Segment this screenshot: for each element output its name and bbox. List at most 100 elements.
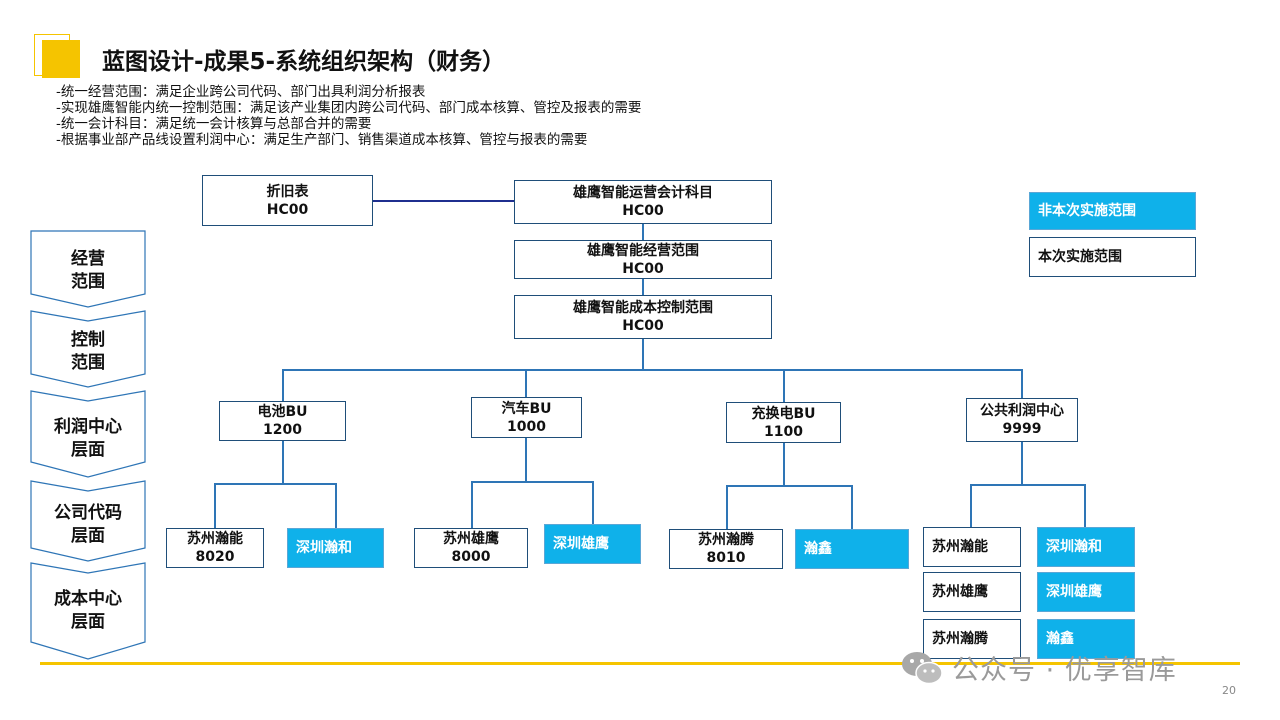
legend-in-scope: 本次实施范围	[1029, 237, 1196, 277]
node-name: 雄鹰智能运营会计科目	[573, 185, 713, 201]
node-company-hanxin: 瀚鑫	[795, 529, 909, 569]
level-label: 利润中心	[54, 417, 122, 437]
node-name: 深圳雄鹰	[553, 536, 609, 552]
node-company-suzhou-xiongying: 苏州雄鹰 8000	[414, 528, 528, 568]
level-label: 层面	[71, 526, 105, 546]
node-code: 1200	[263, 422, 302, 438]
connector-line	[282, 369, 284, 402]
level-label: 经营	[71, 249, 105, 269]
level-label: 范围	[71, 272, 105, 292]
connector-line	[592, 481, 594, 525]
title-accent-block	[42, 40, 80, 78]
connector-line	[471, 481, 593, 483]
node-name: 苏州雄鹰	[932, 584, 988, 600]
node-code: 9999	[1002, 421, 1042, 437]
node-public-suzhou-hanneng: 苏州瀚能	[923, 527, 1021, 567]
node-code: HC00	[622, 203, 664, 219]
connector-line	[783, 442, 785, 486]
connector-line	[970, 484, 972, 527]
node-public-suzhou-xiongying: 苏州雄鹰	[923, 572, 1021, 612]
connector-line	[214, 483, 216, 529]
connector-line	[282, 369, 1022, 371]
bottom-divider	[40, 662, 1240, 665]
level-label: 公司代码	[54, 503, 122, 523]
node-bu-battery: 电池BU 1200	[219, 401, 346, 441]
page-number: 20	[1222, 684, 1236, 697]
node-public-shenzhen-xiongying: 深圳雄鹰	[1037, 572, 1135, 612]
node-company-shenzhen-xiongying: 深圳雄鹰	[544, 524, 641, 564]
node-name: 雄鹰智能成本控制范围	[573, 300, 713, 316]
node-company-suzhou-hanteng: 苏州瀚腾 8010	[669, 529, 783, 569]
node-name: 电池BU	[257, 404, 308, 420]
node-code: HC00	[622, 318, 664, 334]
legend-out-of-scope: 非本次实施范围	[1029, 192, 1196, 230]
connector-line	[1021, 441, 1023, 485]
level-label: 层面	[71, 440, 105, 460]
bullet-item: -统一经营范围：满足企业跨公司代码、部门出具利润分析报表	[56, 84, 426, 100]
bullet-item: -实现雄鹰智能内统一控制范围：满足该产业集团内跨公司代码、部门成本核算、管控及报…	[56, 100, 642, 116]
watermark: 公众号 · 优享智库	[900, 648, 1177, 687]
node-code: 8000	[451, 549, 491, 565]
level-label: 范围	[71, 353, 105, 373]
node-name: 苏州瀚腾	[932, 631, 988, 647]
bullet-item: -统一会计科目：满足统一会计核算与总部合并的需要	[56, 116, 372, 132]
connector-line	[1084, 484, 1086, 527]
page-title: 蓝图设计-成果5-系统组织架构（财务）	[102, 49, 506, 75]
node-name: 雄鹰智能经营范围	[587, 242, 699, 259]
legend-label: 本次实施范围	[1038, 249, 1122, 265]
node-name: 苏州瀚能	[932, 539, 988, 555]
node-code: 8020	[195, 549, 235, 565]
node-company-shenzhen-hanhe: 深圳瀚和	[287, 528, 384, 568]
node-name: 汽车BU	[501, 400, 552, 417]
level-label: 控制	[71, 330, 105, 350]
level-label: 成本中心	[54, 589, 122, 609]
node-code: 1100	[764, 423, 803, 440]
node-company-suzhou-hanneng: 苏州瀚能 8020	[166, 528, 264, 568]
node-name: 充换电BU	[751, 405, 816, 422]
connector-line	[525, 369, 527, 398]
level-operating-scope: 经营 范围	[30, 230, 146, 308]
node-name: 折旧表	[266, 183, 309, 200]
connector-line	[525, 437, 527, 482]
connector-line	[1021, 369, 1023, 399]
node-code: 1000	[507, 418, 546, 435]
connector-line	[851, 485, 853, 530]
node-public-suzhou-hanteng: 苏州瀚腾	[923, 619, 1021, 659]
level-profit-center: 利润中心 层面	[30, 390, 146, 478]
connector-line	[335, 483, 337, 529]
connector-line	[783, 369, 785, 403]
connector-line	[214, 483, 336, 485]
level-cost-center: 成本中心 层面	[30, 562, 146, 660]
node-name: 瀚鑫	[804, 541, 832, 557]
connector-line	[726, 485, 852, 487]
node-code: HC00	[622, 260, 664, 277]
node-name: 苏州雄鹰	[443, 531, 499, 547]
connector-line	[642, 223, 644, 241]
node-name: 苏州瀚能	[187, 531, 243, 547]
node-name: 苏州瀚腾	[698, 532, 754, 548]
bullet-item: -根据事业部产品线设置利润中心：满足生产部门、销售渠道成本核算、管控与报表的需要	[56, 132, 588, 148]
node-name: 深圳雄鹰	[1046, 584, 1102, 600]
connector-line	[726, 485, 728, 530]
node-depreciation-table: 折旧表 HC00	[202, 175, 373, 226]
level-control-scope: 控制 范围	[30, 310, 146, 388]
node-bu-auto: 汽车BU 1000	[471, 397, 582, 438]
watermark-text: 公众号 · 优享智库	[952, 655, 1177, 686]
node-bu-public: 公共利润中心 9999	[966, 398, 1078, 442]
connector-line	[642, 278, 644, 296]
node-code: 8010	[706, 550, 746, 566]
node-bu-swap: 充换电BU 1100	[726, 402, 841, 443]
connector-line	[282, 440, 284, 484]
level-label: 层面	[71, 612, 105, 632]
node-public-hanxin: 瀚鑫	[1037, 619, 1135, 659]
node-name: 深圳瀚和	[296, 540, 352, 556]
node-code: HC00	[266, 201, 309, 218]
node-chart-of-accounts: 雄鹰智能运营会计科目 HC00	[514, 180, 772, 224]
node-public-shenzhen-hanhe: 深圳瀚和	[1037, 527, 1135, 567]
connector-line	[471, 481, 473, 529]
legend-label: 非本次实施范围	[1038, 203, 1136, 219]
node-name: 深圳瀚和	[1046, 539, 1102, 555]
connector-line	[372, 200, 514, 202]
wechat-icon	[902, 651, 943, 684]
node-control-scope: 雄鹰智能成本控制范围 HC00	[514, 295, 772, 339]
